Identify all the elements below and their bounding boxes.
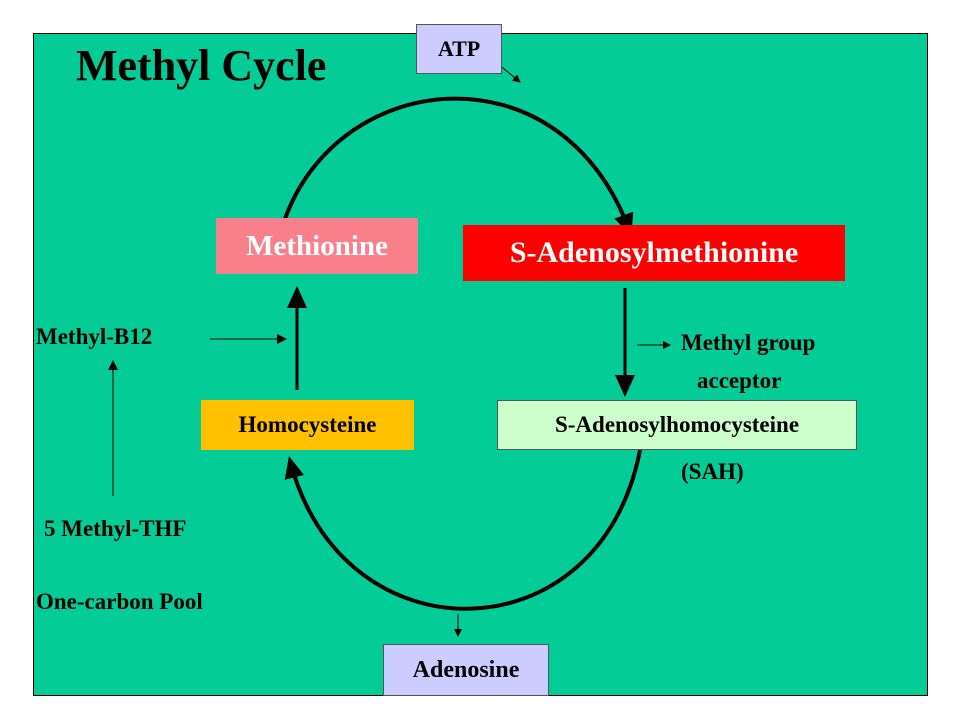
one-carbon-pool-label: One-carbon Pool [36, 589, 203, 614]
acceptor-label: acceptor [697, 368, 782, 393]
homocysteine-node: Homocysteine [201, 400, 414, 450]
arrow-methionine-to-sam [280, 96, 634, 236]
arrow-sah-to-homocysteine [284, 449, 642, 611]
adenosine-node: Adenosine [383, 644, 549, 696]
atp-node: ATP [416, 24, 502, 74]
sam-node: S-Adenosylmethionine [463, 225, 845, 281]
methyl-b12-label: Methyl-B12 [36, 324, 153, 349]
sah-node: S-Adenosylhomocysteine [497, 400, 857, 450]
sah-abbrev-label: (SAH) [681, 459, 744, 484]
methyl-thf-label: 5 Methyl-THF [44, 516, 187, 541]
diagram-background [33, 33, 928, 696]
methyl-group-label: Methyl group [681, 330, 816, 355]
page-title: Methyl Cycle [76, 41, 327, 90]
methionine-node: Methionine [216, 218, 418, 274]
